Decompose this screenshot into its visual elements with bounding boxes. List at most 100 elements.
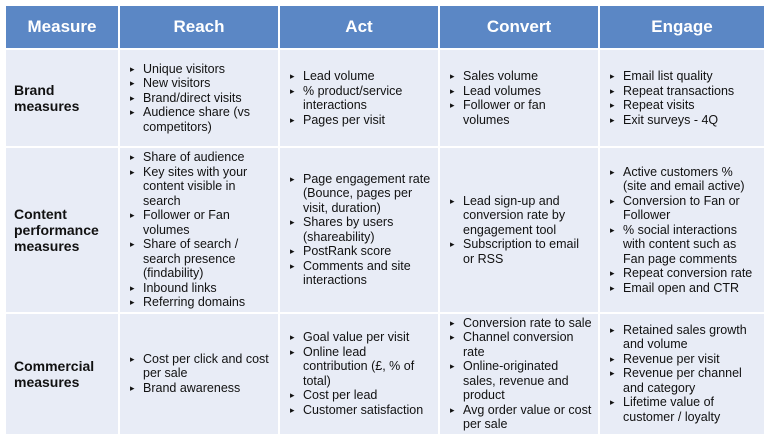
list-item: ▸ Lead volumes: [450, 84, 592, 99]
list-item-text: Shares by users (shareability): [303, 215, 394, 244]
list-item: ▸Cost per lead: [290, 388, 432, 403]
list-item-text: Key sites with your content visible in s…: [143, 164, 248, 208]
bullet-arrow-icon: ▸: [290, 346, 295, 357]
list-item: ▸ Follower or Fan volumes: [130, 208, 272, 237]
list-item: ▸Key sites with your content visible in …: [130, 165, 272, 209]
list-item-text: Repeat conversion rate: [623, 266, 753, 280]
list-item-text: Retained sales growth and volume: [623, 322, 747, 352]
bullet-arrow-icon: ▸: [450, 100, 455, 110]
table-row-content-performance-measures: Content performance measures ▸Share of a…: [6, 148, 764, 312]
bullet-list: ▸Email list quality▸Repeat transactions▸…: [610, 69, 758, 127]
list-item: ▸Lifetime value of customer / loyalty: [610, 395, 758, 424]
list-item-text: Referring domains: [143, 295, 246, 309]
list-item-text: Online lead contribution (£, % of total): [303, 344, 415, 388]
cell-convert: ▸Lead sign-up and conversion rate by eng…: [440, 148, 598, 312]
list-item: ▸Share of audience: [130, 150, 272, 165]
list-item: ▸Unique visitors: [130, 62, 272, 77]
list-item: ▸Repeat transactions: [610, 84, 758, 99]
list-item: ▸Retained sales growth and volume: [610, 323, 758, 352]
bullet-arrow-icon: ▸: [610, 368, 615, 379]
list-item-text: Conversion to Fan or Follower: [623, 193, 740, 223]
bullet-arrow-icon: ▸: [130, 92, 135, 103]
list-item-text: Customer satisfaction: [303, 402, 424, 417]
bullet-arrow-icon: ▸: [130, 78, 135, 89]
bullet-list: ▸Goal value per visit▸ Online lead contri…: [290, 330, 432, 417]
table-row-commercial-measures: Commercial measures ▸Cost per click and …: [6, 313, 764, 434]
bullet-arrow-icon: ▸: [450, 361, 455, 371]
bullet-list: ▸Cost per click and cost per sale▸Brand …: [130, 352, 272, 396]
list-item-text: Audience share (vs competitors): [143, 105, 251, 134]
bullet-arrow-icon: ▸: [610, 268, 615, 278]
bullet-arrow-icon: ▸: [290, 114, 295, 125]
bullet-arrow-icon: ▸: [450, 404, 455, 415]
list-item-text: Email list quality: [623, 69, 713, 83]
list-item-text: Brand/direct visits: [143, 90, 242, 105]
list-item-text: Pages per visit: [303, 112, 385, 127]
list-item: ▸Goal value per visit: [290, 330, 432, 345]
bullet-arrow-icon: ▸: [130, 297, 135, 307]
list-item: ▸% social interactions with content such…: [610, 223, 758, 267]
list-item: ▸Lead sign-up and conversion rate by eng…: [450, 194, 592, 238]
list-item: ▸Sales volume: [450, 69, 592, 84]
bullet-list: ▸Sales volume▸Lead volumes▸Follower or f…: [450, 69, 592, 127]
bullet-list: ▸Active customers % (site and email acti…: [610, 165, 758, 296]
list-item: ▸Repeat visits: [610, 98, 758, 113]
list-item-text: Lead volumes: [463, 83, 541, 98]
bullet-arrow-icon: ▸: [450, 195, 455, 206]
header-measure: Measure: [6, 6, 118, 48]
bullet-arrow-icon: ▸: [290, 246, 295, 257]
cell-convert: ▸Sales volume▸Lead volumes▸Follower or f…: [440, 50, 598, 146]
list-item-text: Lead volume: [303, 69, 375, 83]
list-item-text: Unique visitors: [143, 61, 225, 76]
list-item-text: % product/service interactions: [303, 83, 403, 113]
list-item-text: Page engagement rate (Bounce, pages per …: [303, 171, 431, 215]
bullet-arrow-icon: ▸: [290, 85, 295, 96]
measures-table: Measure Reach Act Convert Engage Brand m…: [4, 4, 766, 436]
bullet-arrow-icon: ▸: [450, 85, 455, 96]
cell-act: ▸Goal value per visit▸ Online lead contri…: [280, 313, 438, 434]
list-item-text: Follower or Fan volumes: [143, 208, 230, 237]
list-item-text: Revenue per channel and category: [623, 366, 742, 395]
bullet-list: ▸Share of audience▸Key sites with your c…: [130, 150, 272, 310]
cell-engage: ▸Email list quality▸Repeat transactions▸…: [600, 50, 764, 146]
list-item: ▸Conversion rate to sale: [450, 316, 592, 331]
row-label: Commercial measures: [6, 313, 118, 434]
list-item: ▸Comments and site interactions: [290, 259, 432, 288]
header-engage: Engage: [600, 6, 764, 48]
bullet-list: ▸Unique visitors▸New visitors▸Brand/dire…: [130, 62, 272, 135]
list-item-text: Channel conversion rate: [463, 330, 574, 359]
list-item-text: Online-originated sales, revenue and pro…: [463, 359, 569, 402]
list-item-text: Revenue per visit: [623, 351, 720, 366]
list-item: ▸Avg order value or cost per sale: [450, 403, 592, 432]
header-reach: Reach: [120, 6, 278, 48]
list-item: ▸ % product/service interactions: [290, 84, 432, 113]
bullet-list: ▸Conversion rate to sale▸Channel convers…: [450, 316, 592, 432]
bullet-arrow-icon: ▸: [450, 239, 455, 249]
list-item: ▸New visitors: [130, 76, 272, 91]
bullet-arrow-icon: ▸: [610, 100, 615, 110]
list-item: ▸ Online lead contribution (£, % of total…: [290, 345, 432, 389]
list-item: ▸Share of search / search presence (find…: [130, 237, 272, 281]
bullet-list: ▸ Page engagement rate (Bounce, pages per…: [290, 172, 432, 288]
cell-act: ▸ Lead volume ▸ % product/service interacti…: [280, 50, 438, 146]
list-item: ▸Page engagement rate (Bounce, pages per…: [290, 172, 432, 216]
bullet-arrow-icon: ▸: [610, 353, 615, 364]
bullet-arrow-icon: ▸: [130, 152, 135, 162]
list-item-text: Inbound links: [143, 280, 217, 295]
list-item: ▸ Pages per visit: [290, 113, 432, 128]
cell-reach: ▸Unique visitors▸New visitors▸Brand/dire…: [120, 50, 278, 146]
bullet-arrow-icon: ▸: [450, 332, 455, 342]
list-item: ▸ Revenue per channel and category: [610, 366, 758, 395]
list-item-text: Exit surveys - 4Q: [623, 112, 719, 127]
list-item: ▸Cost per click and cost per sale: [130, 352, 272, 381]
bullet-arrow-icon: ▸: [450, 71, 455, 81]
bullet-arrow-icon: ▸: [130, 210, 135, 220]
list-item: ▸Email open and CTR: [610, 281, 758, 296]
cell-engage: ▸Active customers % (site and email acti…: [600, 148, 764, 312]
bullet-list: ▸Lead sign-up and conversion rate by eng…: [450, 194, 592, 267]
bullet-arrow-icon: ▸: [610, 114, 615, 125]
bullet-arrow-icon: ▸: [610, 195, 615, 206]
table-row-brand-measures: Brand measures ▸Unique visitors▸New visi…: [6, 50, 764, 146]
bullet-arrow-icon: ▸: [610, 282, 615, 293]
bullet-arrow-icon: ▸: [130, 382, 135, 393]
